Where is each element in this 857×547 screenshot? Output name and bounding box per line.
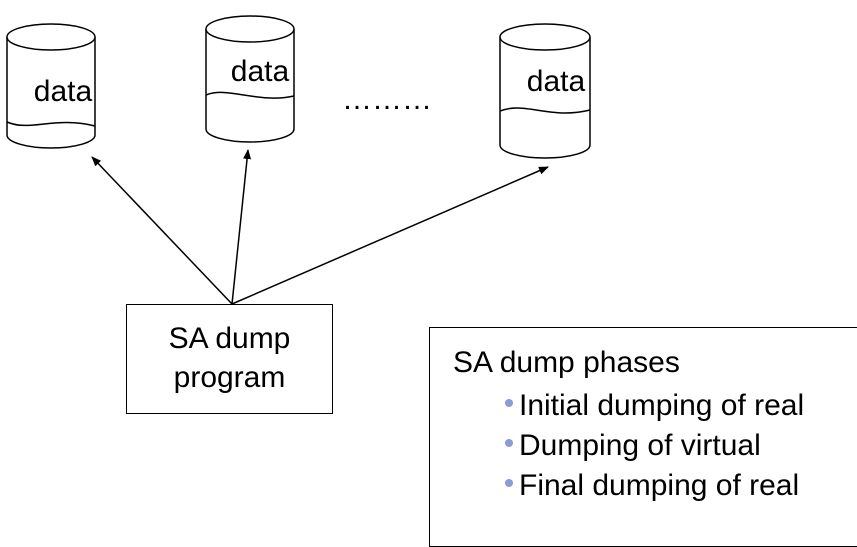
database-cylinder-2: [205, 15, 295, 143]
phase-item: Initial dumping of real: [505, 386, 804, 426]
sa-dump-program-box: SA dump program: [126, 304, 333, 414]
program-label-line-2: program: [173, 361, 286, 394]
program-label: SA dump program: [127, 319, 332, 397]
database-label-1: data: [33, 75, 93, 108]
phase-item: Dumping of virtual: [505, 426, 804, 466]
phases-box: SA dump phases Initial dumping of real D…: [429, 327, 857, 547]
phases-title: SA dump phases: [453, 346, 680, 379]
arrow-to-database-1: [91, 156, 233, 305]
diagram-canvas: [6, 15, 591, 305]
phase-item: Final dumping of real: [505, 466, 804, 506]
arrow-to-database-2: [231, 149, 252, 305]
database-label-2: data: [230, 55, 290, 88]
database-cylinder-3: [499, 23, 591, 159]
bullet-icon: [505, 399, 513, 408]
ellipsis-more-databases: ………: [342, 83, 432, 116]
bullet-icon: [505, 479, 513, 488]
arrow-to-database-3: [231, 166, 549, 305]
database-cylinder-1: [6, 23, 96, 149]
database-label-3: data: [526, 65, 586, 98]
phases-list: Initial dumping of real Dumping of virtu…: [505, 386, 804, 506]
phase-item-text: Initial dumping of real: [519, 389, 805, 422]
phase-item-text: Dumping of virtual: [519, 429, 761, 462]
phase-item-text: Final dumping of real: [519, 469, 800, 502]
program-label-line-1: SA dump: [168, 322, 291, 355]
bullet-icon: [505, 439, 513, 448]
